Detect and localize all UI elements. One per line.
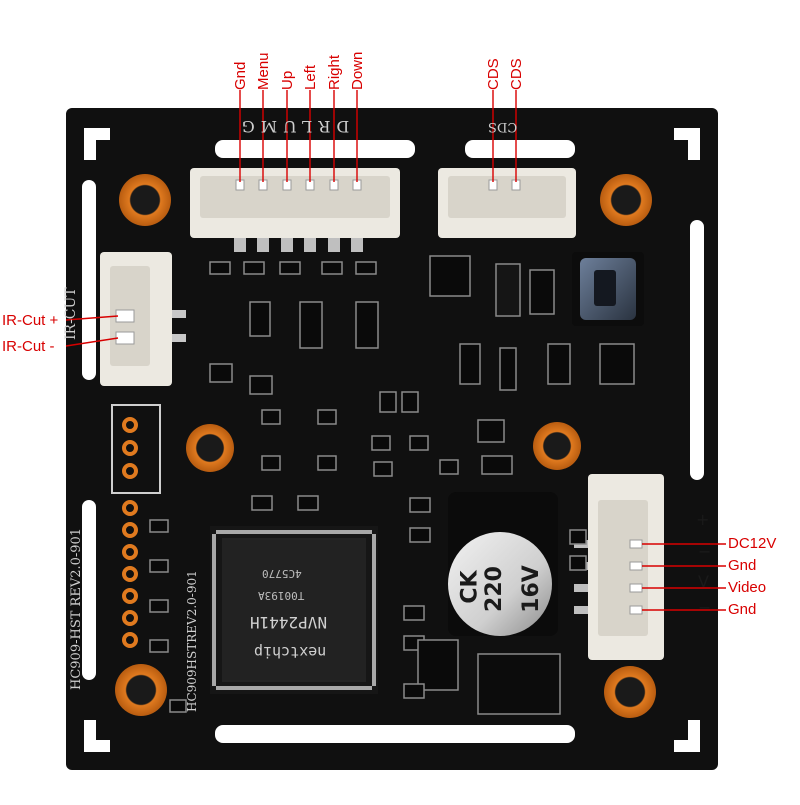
- label-ircut-plus: IR-Cut +: [2, 312, 59, 329]
- electrolytic-capacitor: [448, 492, 558, 636]
- label-right: Right: [326, 54, 343, 90]
- label-video: Video: [728, 579, 767, 596]
- silk-cds: CDS: [488, 119, 518, 134]
- chip-line2: T00193A: [258, 589, 305, 602]
- label-cds-1: CDS: [485, 58, 502, 90]
- silk-drlumg: DRLUMG: [236, 117, 350, 136]
- cap-line3: 16V: [518, 565, 544, 613]
- inductor: [572, 252, 644, 326]
- left-header-pads: [111, 404, 161, 648]
- mounting-pads: [115, 174, 656, 718]
- label-up: Up: [279, 70, 296, 90]
- label-down: Down: [349, 51, 366, 90]
- cap-line2: 220: [481, 566, 507, 612]
- smd-components: [149, 255, 635, 715]
- label-gnd-right-2: Gnd: [728, 601, 757, 618]
- label-gnd-right: Gnd: [728, 557, 757, 574]
- frame-slots: [82, 128, 704, 752]
- label-gnd-top: Gnd: [232, 61, 249, 90]
- label-dc12v: DC12V: [728, 535, 777, 552]
- silk-board-rev-2: HC909HSTREV2.0-901: [185, 570, 199, 712]
- top-cds-connector: [438, 168, 576, 238]
- sign-minus: −: [698, 542, 712, 561]
- sign-plus: +: [696, 510, 710, 529]
- label-left: Left: [302, 64, 319, 90]
- label-leader-lines: [65, 90, 726, 611]
- nvp2441h-chip: [210, 526, 378, 694]
- chip-line3: NVP2441H: [250, 613, 328, 632]
- silk-board-rev: HC909-HST REV2.0-901: [69, 527, 84, 690]
- chip-line4: nextchip: [254, 643, 327, 661]
- chip-line1: 4C5770: [262, 567, 302, 580]
- label-ircut-minus: IR-Cut -: [2, 338, 55, 355]
- cap-line1: CK: [457, 570, 483, 604]
- ir-cut-connector: [100, 252, 186, 386]
- top-button-connector: [190, 168, 400, 252]
- sign-v: V: [698, 572, 709, 591]
- label-menu: Menu: [255, 52, 272, 90]
- sign-gnd: −: [698, 598, 712, 617]
- silk-ir-cut: IR-CUT: [63, 287, 79, 340]
- label-cds-2: CDS: [508, 58, 525, 90]
